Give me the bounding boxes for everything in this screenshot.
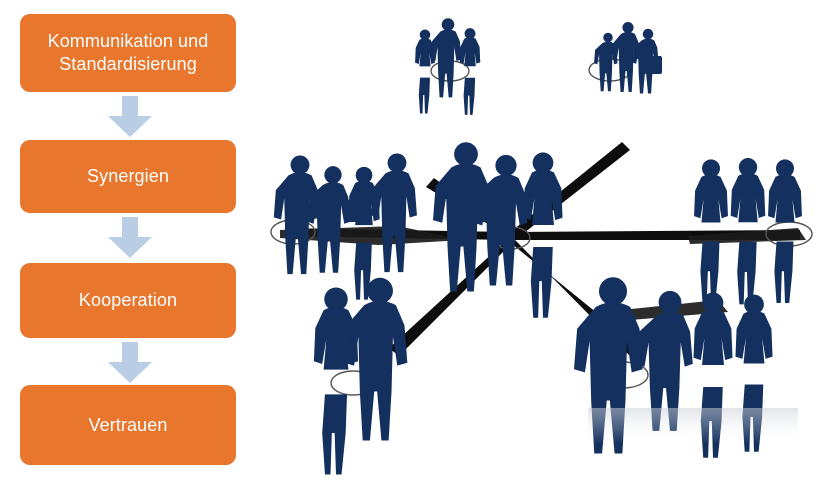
process-flow-column: Kommunikation und Standardisierung Syner… — [0, 0, 260, 488]
center-group — [433, 142, 563, 318]
flow-box-vertrauen[interactable]: Vertrauen — [20, 385, 236, 465]
flow-box-label: Kommunikation und Standardisierung — [47, 31, 209, 74]
group-bottom-left — [313, 277, 408, 475]
flow-arrow-kooperation-to-vertrauen — [106, 342, 154, 384]
floor-reflection — [588, 408, 798, 444]
group-left — [273, 153, 417, 300]
group-top-left — [415, 18, 481, 115]
flow-arrow-kommunikation-to-synergien — [106, 96, 154, 138]
flow-arrow-synergien-to-kooperation — [106, 217, 154, 259]
flow-box-kooperation[interactable]: Kooperation — [20, 263, 236, 338]
business-network-illustration — [258, 0, 819, 488]
flow-box-synergien[interactable]: Synergien — [20, 140, 236, 213]
flow-box-label: Vertrauen — [88, 414, 168, 435]
flow-box-label: Synergien — [87, 166, 169, 186]
group-top-right — [594, 21, 662, 94]
flow-box-kommunikation-und-standardisierung[interactable]: Kommunikation und Standardisierung — [20, 14, 236, 92]
flow-box-label: Kooperation — [78, 290, 178, 310]
